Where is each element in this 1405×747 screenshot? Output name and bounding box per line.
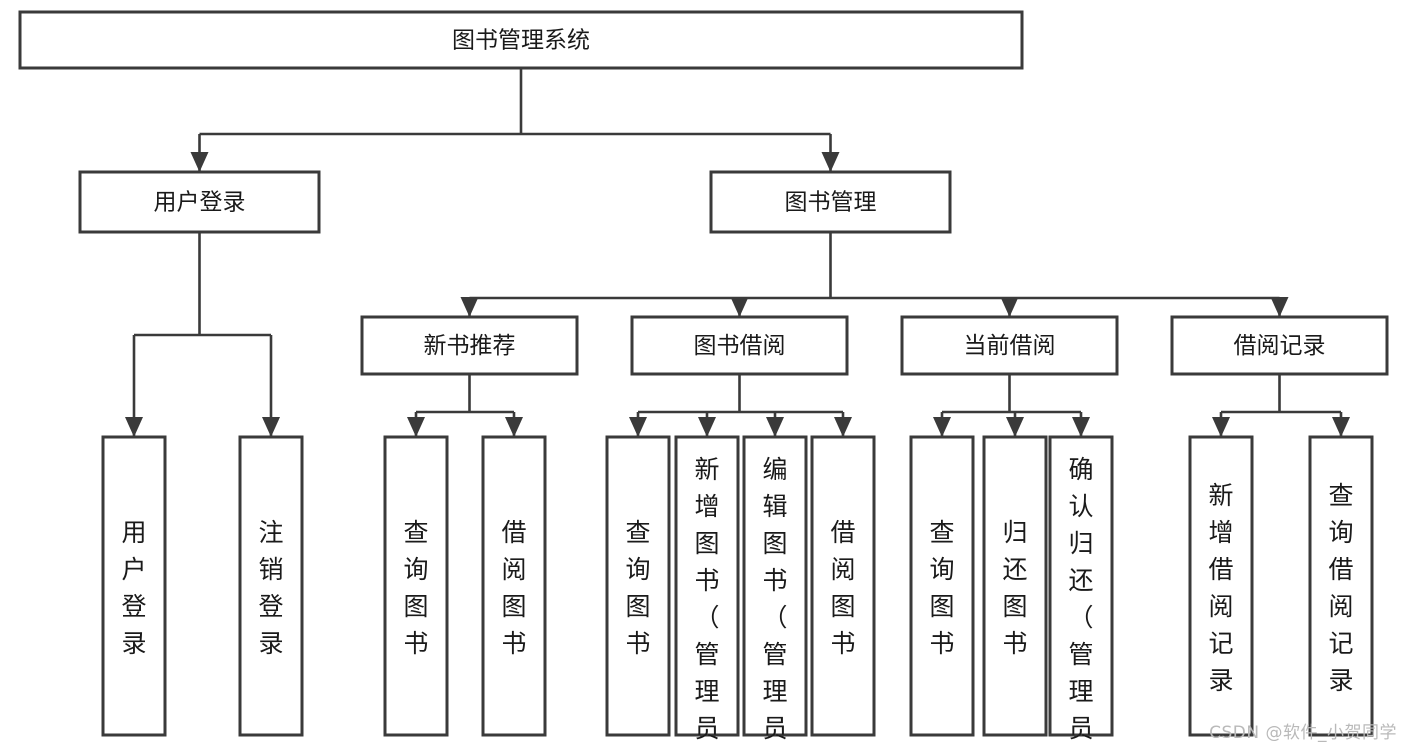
node-leaf-add-record[interactable]: 新增借阅记录 (1188, 435, 1254, 737)
node-box (383, 435, 449, 737)
node-label: 新增图书（管理员） (694, 455, 719, 747)
node-layer: 图书管理系统用户登录图书管理新书推荐图书借阅当前借阅借阅记录用户登录注销登录查询… (18, 10, 1389, 747)
node-label: 当前借阅 (964, 333, 1056, 359)
node-leaf-query-record[interactable]: 查询借阅记录 (1308, 435, 1374, 737)
node-label: 新增借阅记录 (1208, 481, 1233, 695)
node-label: 查询借阅记录 (1328, 481, 1353, 695)
arrow-head-icon (1332, 417, 1350, 437)
node-box (1188, 435, 1254, 737)
node-label: 图书管理系统 (452, 28, 590, 54)
arrow-head-icon (505, 417, 523, 437)
node-label: 图书借阅 (694, 333, 786, 359)
node-box (360, 315, 579, 376)
node-box (238, 435, 304, 737)
node-leaf-borrow-book-1[interactable]: 借阅图书 (481, 435, 547, 737)
arrow-head-icon (407, 417, 425, 437)
arrow-head-icon (460, 297, 479, 317)
node-box (982, 435, 1048, 737)
arrow-head-icon (1072, 417, 1090, 437)
arrow-head-icon (834, 417, 852, 437)
node-label: 借阅图书 (501, 518, 526, 658)
node-box (1048, 435, 1114, 737)
node-box (1308, 435, 1374, 737)
node-label: 用户登录 (154, 190, 246, 216)
node-leaf-query-book-3[interactable]: 查询图书 (909, 435, 975, 737)
node-box (481, 435, 547, 737)
arrow-head-icon (821, 152, 840, 172)
node-box (78, 170, 321, 234)
node-label: 用户登录 (121, 518, 146, 658)
connector-layer (125, 68, 1350, 437)
node-box (630, 315, 849, 376)
node-box (900, 315, 1119, 376)
node-label: 查询图书 (625, 518, 650, 658)
node-leaf-return-book[interactable]: 归还图书 (982, 435, 1048, 737)
node-label: 归还图书 (1002, 518, 1027, 658)
node-user-login[interactable]: 用户登录 (78, 170, 321, 234)
arrow-head-icon (933, 417, 951, 437)
arrow-head-icon (125, 417, 143, 437)
arrow-head-icon (190, 152, 209, 172)
node-leaf-query-book-1[interactable]: 查询图书 (383, 435, 449, 737)
arrow-head-icon (1212, 417, 1230, 437)
arrow-head-icon (1270, 297, 1289, 317)
node-label: 借阅图书 (830, 518, 855, 658)
node-book-manage[interactable]: 图书管理 (709, 170, 952, 234)
node-leaf-query-book-2[interactable]: 查询图书 (605, 435, 671, 737)
node-label: 图书管理 (785, 190, 877, 216)
node-leaf-user-logout[interactable]: 注销登录 (238, 435, 304, 737)
node-label: 注销登录 (258, 518, 283, 658)
node-box (742, 435, 808, 737)
arrow-head-icon (766, 417, 784, 437)
node-leaf-confirm-return[interactable]: 确认归还（管理员） (1048, 435, 1114, 747)
node-box (605, 435, 671, 737)
node-current-borrow[interactable]: 当前借阅 (900, 315, 1119, 376)
node-box (1170, 315, 1389, 376)
node-borrow-record[interactable]: 借阅记录 (1170, 315, 1389, 376)
node-leaf-borrow-book-2[interactable]: 借阅图书 (810, 435, 876, 737)
node-box (810, 435, 876, 737)
arrow-head-icon (1000, 297, 1019, 317)
node-box (101, 435, 167, 737)
node-new-book-rec[interactable]: 新书推荐 (360, 315, 579, 376)
node-box (18, 10, 1024, 70)
node-leaf-edit-book[interactable]: 编辑图书（管理员） (742, 435, 808, 747)
node-root[interactable]: 图书管理系统 (18, 10, 1024, 70)
node-leaf-user-login[interactable]: 用户登录 (101, 435, 167, 737)
node-label: 查询图书 (929, 518, 954, 658)
node-label: 编辑图书（管理员） (762, 455, 787, 747)
node-box (909, 435, 975, 737)
arrow-head-icon (1006, 417, 1024, 437)
node-leaf-add-book[interactable]: 新增图书（管理员） (674, 435, 740, 747)
node-label: 借阅记录 (1234, 333, 1326, 359)
node-book-borrow[interactable]: 图书借阅 (630, 315, 849, 376)
csdn-watermark: CSDN @软件_小贺同学 (1209, 723, 1397, 743)
node-label: 新书推荐 (424, 333, 516, 359)
node-label: 确认归还（管理员） (1068, 455, 1093, 747)
arrow-head-icon (262, 417, 280, 437)
node-label: 查询图书 (403, 518, 428, 658)
arrow-head-icon (730, 297, 749, 317)
node-box (674, 435, 740, 737)
node-box (709, 170, 952, 234)
arrow-head-icon (698, 417, 716, 437)
arrow-head-icon (629, 417, 647, 437)
